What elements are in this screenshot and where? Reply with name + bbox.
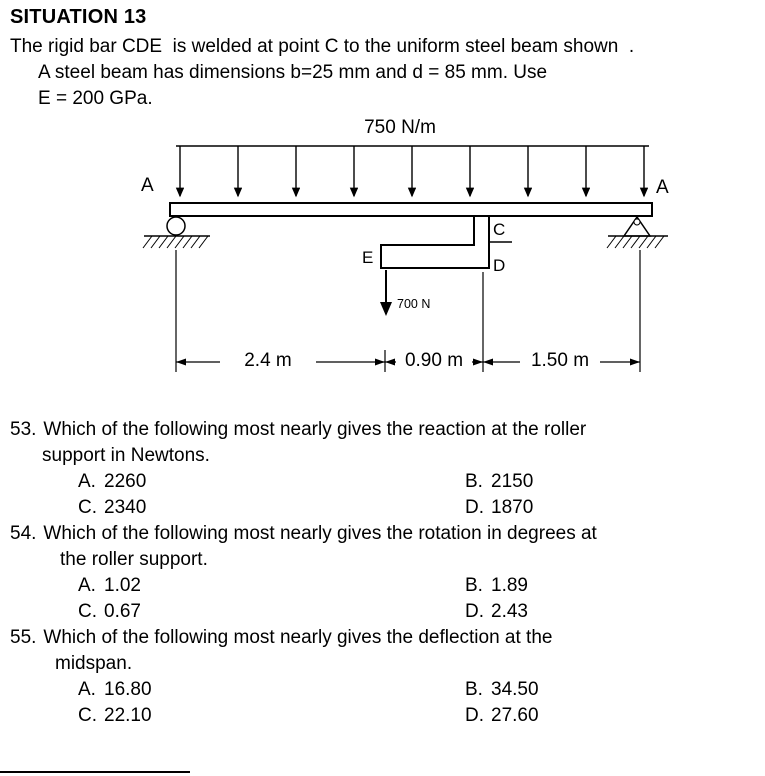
questions-section: 53. Which of the following most nearly gi… — [10, 417, 758, 729]
distributed-load-arrows — [175, 145, 649, 198]
dimension-mid-label: 0.90 m — [396, 350, 472, 372]
option-53-a: A. 2260 — [78, 469, 465, 495]
option-54-b: B. 1.89 — [465, 573, 528, 599]
question-54-options-row-2: C. 0.67 D. 2.43 — [10, 599, 758, 625]
question-55-options-row-1: A. 16.80 B. 34.50 — [10, 677, 758, 703]
option-54-a: A. 1.02 — [78, 573, 465, 599]
option-54-c-value: 0.67 — [104, 601, 141, 622]
option-55-d: D. 27.60 — [465, 703, 539, 729]
option-55-c-value: 22.10 — [104, 705, 152, 726]
option-55-b: B. 34.50 — [465, 677, 539, 703]
question-54-text: Which of the following most nearly gives… — [43, 523, 597, 544]
option-55-a-label: A. — [78, 679, 96, 700]
option-54-c: C. 0.67 — [78, 599, 465, 625]
option-55-c-label: C. — [78, 705, 97, 726]
question-55-options-row-2: C. 22.10 D. 27.60 — [10, 703, 758, 729]
option-53-b: B. 2150 — [465, 469, 533, 495]
intro-line-1: The rigid bar CDE is welded at point C t… — [10, 36, 635, 57]
beam-diagram — [142, 145, 668, 372]
option-55-a-value: 16.80 — [104, 679, 152, 700]
question-53-number: 53. — [10, 419, 37, 440]
question-55: 55. Which of the following most nearly gi… — [10, 625, 758, 729]
option-53-b-value: 2150 — [491, 471, 534, 492]
option-54-b-value: 1.89 — [491, 575, 528, 596]
right-support-label: A — [656, 177, 669, 198]
question-54-options-row-1: A. 1.02 B. 1.89 — [10, 573, 758, 599]
option-54-d-label: D. — [465, 601, 484, 622]
option-54-c-label: C. — [78, 601, 97, 622]
option-54-a-label: A. — [78, 575, 96, 596]
option-55-b-value: 34.50 — [491, 679, 539, 700]
intro-line-2: A steel beam has dimensions b=25 mm and … — [38, 62, 548, 83]
dimension-right-label: 1.50 m — [520, 350, 600, 372]
roller-support-left — [142, 216, 210, 249]
option-54-a-value: 1.02 — [104, 575, 141, 596]
question-54-line-1: 54. Which of the following most nearly gi… — [10, 521, 758, 547]
option-55-a: A. 16.80 — [78, 677, 465, 703]
page-title: SITUATION 13 — [10, 6, 147, 28]
question-55-line-1: 55. Which of the following most nearly gi… — [10, 625, 758, 651]
option-54-b-label: B. — [465, 575, 483, 596]
question-55-line-2: midspan. — [55, 653, 133, 674]
option-54-d-value: 2.43 — [491, 601, 528, 622]
option-55-d-value: 27.60 — [491, 705, 539, 726]
option-55-b-label: B. — [465, 679, 483, 700]
option-53-d-label: D. — [465, 497, 484, 518]
bottom-partial-rule — [0, 771, 190, 773]
option-53-a-value: 2260 — [104, 471, 147, 492]
intro-line-3: E = 200 GPa. — [38, 88, 153, 109]
question-53-line-2: support in Newtons. — [42, 445, 210, 466]
point-c-label: C — [493, 220, 506, 239]
option-53-a-label: A. — [78, 471, 96, 492]
point-load-label: 700 N — [397, 297, 431, 311]
question-53-options-row-2: C. 2340 D. 1870 — [10, 495, 758, 521]
option-55-c: C. 22.10 — [78, 703, 465, 729]
question-54-line-2: the roller support. — [60, 549, 208, 570]
option-54-d: D. 2.43 — [465, 599, 528, 625]
option-53-c: C. 2340 — [78, 495, 465, 521]
option-53-c-label: C. — [78, 497, 97, 518]
question-53-line-1: 53. Which of the following most nearly gi… — [10, 417, 758, 443]
dimension-left-label: 2.4 m — [220, 350, 316, 372]
question-55-number: 55. — [10, 627, 37, 648]
question-54-number: 54. — [10, 523, 37, 544]
question-55-text: Which of the following most nearly gives… — [43, 627, 553, 648]
option-53-d: D. 1870 — [465, 495, 533, 521]
distributed-load-label: 750 N/m — [364, 117, 436, 138]
point-d-label: D — [493, 256, 506, 275]
steel-beam — [169, 202, 653, 217]
pin-support-right — [606, 215, 668, 249]
option-53-b-label: B. — [465, 471, 483, 492]
question-53-options-row-1: A. 2260 B. 2150 — [10, 469, 758, 495]
left-support-label: A — [141, 175, 154, 196]
option-53-c-value: 2340 — [104, 497, 147, 518]
option-55-d-label: D. — [465, 705, 484, 726]
question-53-text: Which of the following most nearly gives… — [43, 419, 587, 440]
question-53: 53. Which of the following most nearly gi… — [10, 417, 758, 521]
rigid-bar-cde — [380, 216, 512, 269]
question-54: 54. Which of the following most nearly gi… — [10, 521, 758, 625]
point-e-label: E — [362, 248, 374, 267]
option-53-d-value: 1870 — [491, 497, 534, 518]
